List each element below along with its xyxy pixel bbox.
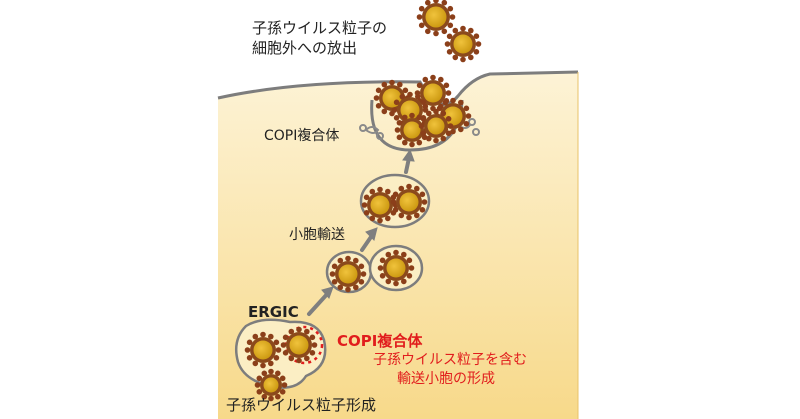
copi-complex-label: COPI複合体 (264, 128, 340, 144)
virus-particle (414, 74, 452, 112)
virus-particle (418, 108, 454, 144)
copi-description-line2: 輸送小胞の形成 (397, 371, 495, 387)
vesicle-transport-label: 小胞輸送 (289, 227, 345, 243)
virus-particle (394, 112, 430, 148)
ergic-label: ERGIC (248, 303, 299, 321)
virus-particles (244, 0, 482, 402)
release-label-line1: 子孫ウイルス粒子の (252, 19, 388, 37)
virus-particle (244, 331, 282, 369)
virus-particle (254, 368, 288, 402)
copi-complex-red-label: COPI複合体 (337, 332, 423, 350)
virus-particle (329, 255, 367, 293)
copi-description-line1: 子孫ウイルス粒子を含む (373, 352, 527, 368)
virus-particle (361, 186, 399, 224)
release-label: 子孫ウイルス粒子の 細胞外への放出 (252, 18, 387, 58)
transport-arrows (307, 148, 415, 316)
release-label-line2: 細胞外への放出 (252, 39, 358, 57)
particle-formation-label: 子孫ウイルス粒子形成 (226, 396, 377, 414)
virus-particle (390, 183, 428, 221)
virus-particle (416, 0, 456, 37)
virus-particle (444, 25, 482, 63)
virus-particle (377, 249, 415, 287)
virus-particle (280, 326, 318, 364)
